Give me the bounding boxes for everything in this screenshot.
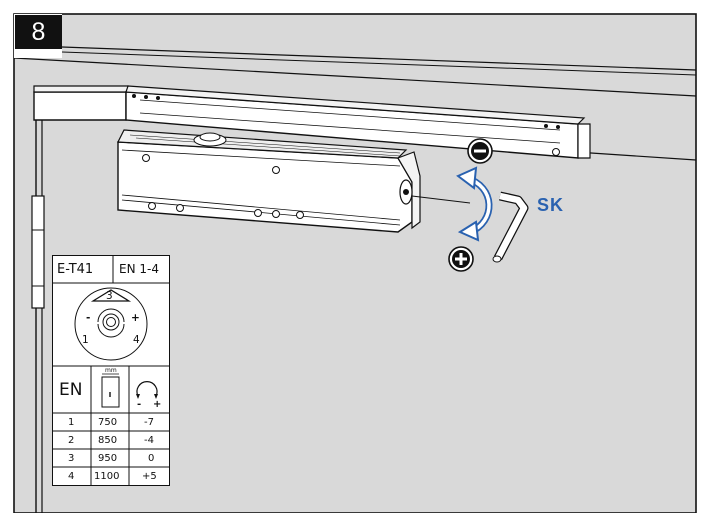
plus-icon xyxy=(448,246,474,272)
dial-right: 4 xyxy=(133,334,140,346)
adjust-minus: - xyxy=(137,399,142,410)
model-label: E-T41 xyxy=(57,262,94,277)
row-adjust: -4 xyxy=(144,435,154,446)
row-en: 2 xyxy=(68,435,75,446)
door-closer-body xyxy=(117,129,471,233)
minus-icon xyxy=(467,138,493,164)
row-adjust: +5 xyxy=(142,471,157,482)
row-width: 950 xyxy=(98,453,118,464)
door-top-edge xyxy=(575,151,697,161)
row-width: 850 xyxy=(98,435,118,446)
row-en: 1 xyxy=(68,417,75,428)
dial-minus: - xyxy=(86,312,91,324)
size-table: E-T41 EN 1-4 3 1 4 - + EN mm - + 1 750 -… xyxy=(52,255,170,486)
dial-left: 1 xyxy=(82,334,89,346)
row-en: 3 xyxy=(68,453,75,464)
door-width-unit: mm xyxy=(105,367,117,374)
rotation-arrow-icon xyxy=(456,166,493,242)
table-grid xyxy=(53,256,169,485)
ceiling-line-1 xyxy=(61,46,697,71)
hex-key-icon xyxy=(492,191,529,263)
row-adjust: -7 xyxy=(144,417,154,428)
dial-top: 3 xyxy=(106,290,113,302)
row-adjust: 0 xyxy=(148,453,155,464)
slide-rail xyxy=(33,85,591,159)
tool-label: SK xyxy=(537,195,565,215)
dial-plus: + xyxy=(131,312,140,324)
row-en: 4 xyxy=(68,471,75,482)
en-header: EN xyxy=(59,380,83,400)
step-number-badge: 8 xyxy=(15,15,62,49)
row-width: 1100 xyxy=(94,471,120,482)
row-width: 750 xyxy=(98,417,118,428)
range-label: EN 1-4 xyxy=(119,262,159,276)
ceiling-line-2 xyxy=(13,57,697,97)
adjust-plus: + xyxy=(153,399,162,410)
hinge xyxy=(31,195,45,309)
